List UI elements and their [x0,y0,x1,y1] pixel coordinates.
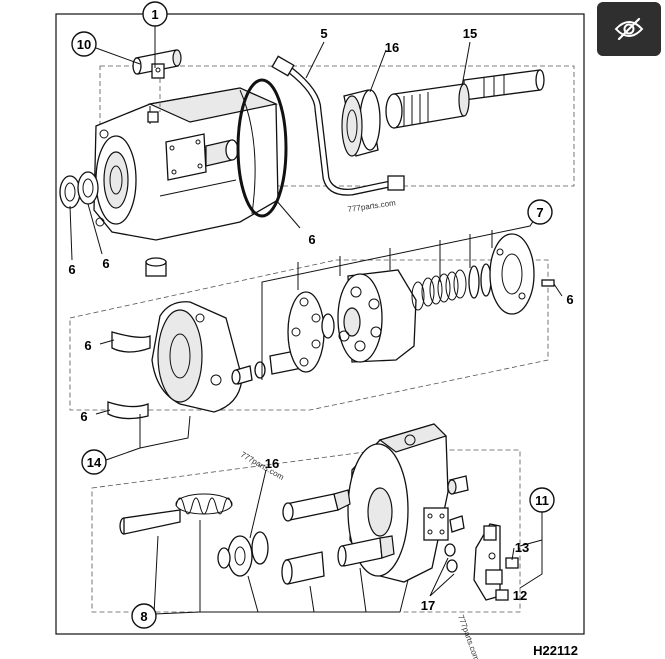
bolt-lower [449,515,465,533]
retainer-plate [287,291,325,373]
callout-6-washer-b: 6 [102,256,109,271]
group-box-middle [69,259,549,411]
spacer-ring [321,313,335,339]
callout-1: 1 [142,1,168,27]
callout-6-housing: 6 [308,232,315,247]
dowel-pin [541,279,555,287]
callout-13: 13 [515,540,529,555]
drive-shaft [385,69,545,129]
bearing-upper [341,89,381,157]
diagram-id: H22112 [533,643,578,658]
bearing-lower [217,531,269,577]
spring-set [411,263,492,311]
callout-17: 17 [421,598,435,613]
cylinder-block [337,269,417,363]
callout-12: 12 [513,588,527,603]
svg-text:11: 11 [535,493,549,508]
callout-11: 11 [529,487,555,513]
callout-6-bracket-b: 6 [80,409,87,424]
valve-fitting-12 [495,589,509,601]
port-plate [489,233,535,315]
bolt-upper [447,475,469,495]
washer-2 [77,171,99,205]
o-ring-1 [444,543,456,557]
svg-text:8: 8 [140,609,147,624]
callout-14: 14 [81,449,107,475]
seal-ring [236,78,288,218]
washer-1 [59,175,81,209]
callout-5: 5 [320,26,327,41]
watermark-lower-right: 777parts.com [456,614,481,659]
svg-text:7: 7 [536,205,543,220]
svg-text:1: 1 [151,7,158,22]
callout-16-upper: 16 [385,40,399,55]
control-rod [119,509,181,535]
diagram-frame [55,13,585,635]
control-valve [473,523,503,601]
group-box-lower [91,449,521,613]
leader-lines [69,24,563,615]
callout-15: 15 [463,26,477,41]
pump-housing [93,87,279,241]
servo-piston-upper [282,489,351,522]
callout-10: 10 [71,31,97,57]
watermark-upper: 777parts.com [347,198,397,214]
bracket-lower [107,401,149,420]
swash-plate [151,301,243,413]
plug [145,257,167,277]
callout-7: 7 [527,199,553,225]
svg-text:14: 14 [87,455,102,470]
o-ring-2 [446,559,458,573]
servo-piston-mid [337,535,395,567]
callout-6-washer-a: 6 [68,262,75,277]
hide-overlay-button[interactable] [597,2,661,56]
callout-16-lower: 16 [265,456,279,471]
eye-off-icon [614,17,644,41]
tee-fitting [132,49,182,112]
svg-text:10: 10 [77,37,91,52]
pipe [271,55,405,196]
callout-6-bracket-a: 6 [84,338,91,353]
callout-6-pin: 6 [566,292,573,307]
bracket-upper [111,331,151,353]
servo-piston-lower [281,551,325,585]
callout-8: 8 [131,603,157,629]
control-spring [175,493,233,515]
